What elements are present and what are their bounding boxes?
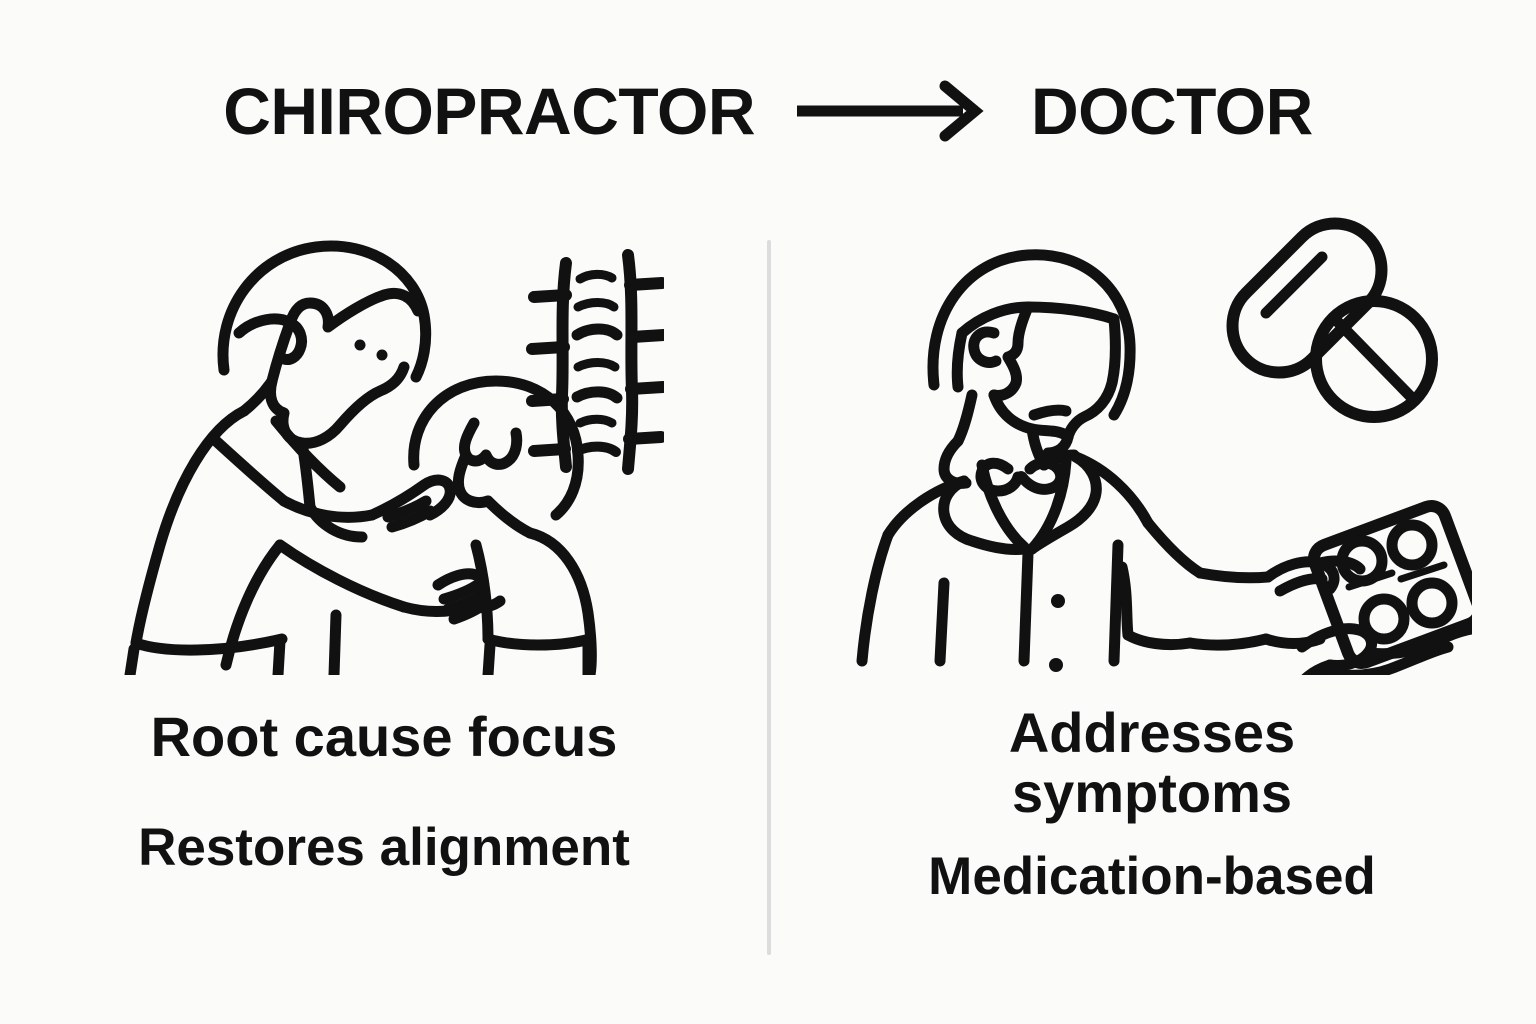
patient-figure bbox=[408, 375, 597, 675]
doctor-caption-primary: Addresses symptoms bbox=[1008, 701, 1296, 825]
chiropractor-caption-secondary: Restores alignment bbox=[138, 818, 630, 878]
patient-hand bbox=[1296, 623, 1472, 675]
chiropractor-adjusting-patient-illustration bbox=[0, 215, 768, 685]
chiropractor-captions: Root cause focus Restores alignment bbox=[0, 685, 768, 1005]
comparison-header: CHIROPRACTOR DOCTOR bbox=[0, 78, 1536, 144]
doctor-figure bbox=[856, 249, 1366, 672]
spine-vertebrae-icon bbox=[526, 249, 664, 475]
chiropractor-figure bbox=[124, 240, 506, 675]
doctor-handing-medication-illustration bbox=[768, 215, 1536, 685]
header-right-term: DOCTOR bbox=[1031, 74, 1313, 148]
header-left-term: CHIROPRACTOR bbox=[223, 74, 755, 148]
doctor-caption-secondary: Medication-based bbox=[928, 846, 1376, 906]
right-arrow-icon bbox=[797, 80, 984, 142]
round-tablet-icon bbox=[1310, 295, 1438, 423]
panel-divider bbox=[767, 240, 771, 955]
chiropractor-panel: Root cause focus Restores alignment bbox=[0, 215, 768, 1005]
doctor-captions: Addresses symptoms Medication-based bbox=[768, 685, 1536, 1005]
doctor-panel: Addresses symptoms Medication-based bbox=[768, 215, 1536, 1005]
chiropractor-caption-primary: Root cause focus bbox=[150, 705, 618, 768]
